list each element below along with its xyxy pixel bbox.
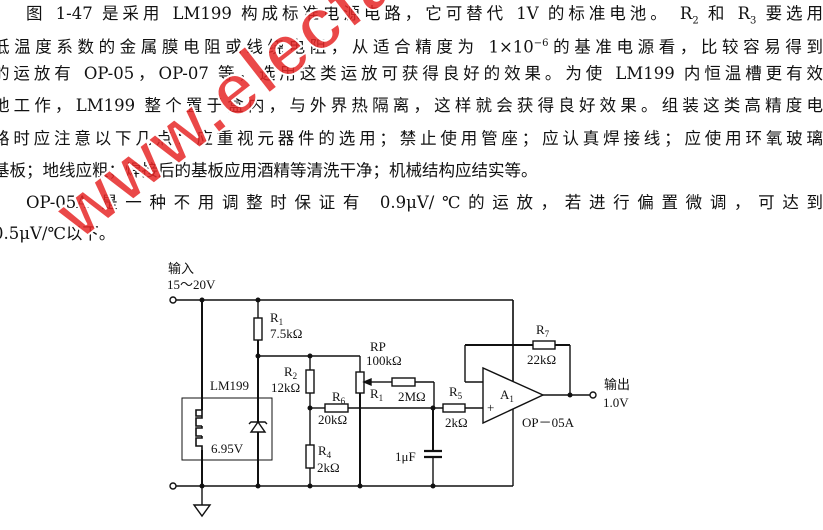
capacitor-value: 1μF: [395, 449, 416, 464]
paragraph-line: 地工作，LM199 整个置于盒内，与外界热隔离，这样就会获得良好效果。组装这类高…: [0, 96, 823, 115]
output-terminal: [589, 391, 597, 399]
opamp-model: OP－05A: [522, 415, 575, 430]
superscript: −6: [533, 38, 549, 49]
paragraph-line: 图 1-47 是采用 LM199 构成标准电源电路，它可替代 1V 的标准电池。…: [26, 4, 823, 31]
line-text: 低温度系数的金属膜电阻或线绕电阻，从适合精度为 1×10: [0, 37, 534, 57]
input-label: 输入: [168, 261, 194, 276]
paragraph-line: 低温度系数的金属膜电阻或线绕电阻，从适合精度为 1×10−6的基准电源看，比较容…: [0, 34, 823, 58]
r5-value: 2kΩ: [445, 415, 468, 430]
paragraph-line: OP-05A 是一种不用调整时保证有 0.9μV/℃的运放，若进行偏置微调，可达…: [26, 193, 823, 212]
paragraph-line: 路时应注意以下几点：应重视元器件的选用；禁止使用管座；应认真焊接线；应使用环氧玻…: [0, 129, 823, 148]
wires: [176, 299, 590, 505]
output-voltage: 1.0V: [603, 395, 629, 410]
rp-label: RP: [370, 339, 386, 354]
resistor-r7: [532, 340, 556, 350]
r2-value: 12kΩ: [271, 380, 300, 395]
potentiometer-rp: [355, 371, 365, 394]
rp-value: 100kΩ: [366, 353, 402, 368]
opamp-plus: +: [487, 400, 494, 415]
r2-label: R2: [284, 364, 297, 381]
paragraph-line: 的运放有 OP-05，OP-07 等，选用这类运放可获得良好的效果。为使 LM1…: [0, 64, 823, 83]
resistor-r6: [324, 403, 349, 413]
input-terminal: [169, 296, 177, 304]
resistor-r1: [253, 317, 263, 341]
lm199-label: LM199: [210, 378, 249, 393]
resistor-r2: [305, 369, 315, 394]
r7-value: 22kΩ: [527, 352, 556, 367]
resistor-r4: [305, 444, 315, 469]
zener-voltage: 6.95V: [211, 441, 244, 456]
resistor-2m: [391, 377, 416, 387]
paragraph-line: 0.5μV/℃以下。: [0, 224, 116, 243]
line-text: 要选用: [756, 4, 823, 23]
subscript: 2: [692, 15, 699, 27]
r1b-label: R1: [370, 386, 383, 403]
opamp-icon: [482, 366, 545, 425]
r1-value: 7.5kΩ: [270, 326, 302, 341]
heater-icon: [195, 409, 203, 450]
line-text: R: [670, 4, 693, 23]
input-voltage: 15～20V: [167, 277, 216, 292]
opamp-label: A1: [500, 387, 514, 404]
line-text: 和 R: [698, 4, 751, 23]
line-text: 的基准电源看，比较容易得到: [548, 37, 823, 57]
r1b-value: 2MΩ: [398, 389, 426, 404]
zener-diode-icon: [248, 420, 268, 433]
lm199-package: [181, 397, 273, 461]
subscript: 3: [750, 15, 757, 27]
paragraph-line: 基板；地线应粗；焊接后的基板应用酒精等清洗干净；机械结构应结实等。: [0, 161, 538, 180]
line-text: 图 1-47 是采用 LM199 构成标准电源电路，它可替代 1V 的标准电池。: [26, 4, 671, 23]
capacitor-icon: [424, 449, 442, 459]
output-label: 输出: [604, 377, 630, 392]
ground-terminal: [169, 482, 177, 490]
r7-label: R7: [536, 322, 550, 339]
ground-icon: [192, 504, 212, 518]
r4-label: R4: [318, 443, 332, 460]
r5-label: R5: [449, 384, 463, 401]
nodes: [199, 297, 573, 489]
r6-label: R6: [332, 389, 346, 406]
r1-label: R1: [270, 310, 283, 327]
wiper-arrow-icon: [362, 377, 372, 387]
r4-value: 2kΩ: [317, 460, 340, 475]
r6-value: 20kΩ: [318, 412, 347, 427]
resistor-r5: [442, 403, 466, 413]
